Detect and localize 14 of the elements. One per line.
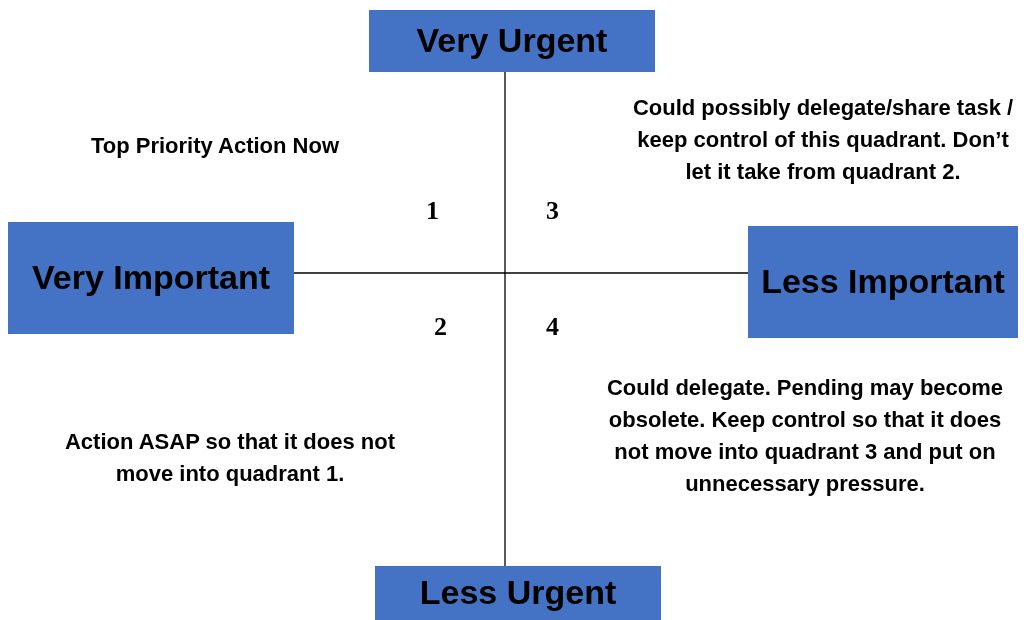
quadrant-note: Action ASAP so that it does not move into quadrant 1. [64,428,396,488]
axis-line [504,71,506,567]
quadrant-number: 4 [545,311,560,343]
axis-label-box: Less Important [748,226,1018,338]
axis-label-box: Very Urgent [369,10,655,72]
quadrant-number: 1 [425,195,440,227]
quadrant-note: Top Priority Action Now [89,132,341,160]
quadrant-number: 2 [433,311,448,343]
axis-line [293,272,749,274]
quadrant-note: Could possibly delegate/share task / keep control of this quadrant. Don’t let it take from quadrant 2. [631,94,1015,186]
quadrant-note: Could delegate. Pending may become obsolete. Keep control so that it does not move into quadrant 3 and put on unnecessary pressure. [605,374,1005,498]
axis-label-box: Less Urgent [375,566,661,620]
axis-label-box: Very Important [8,222,294,334]
quadrant-number: 3 [545,195,560,227]
